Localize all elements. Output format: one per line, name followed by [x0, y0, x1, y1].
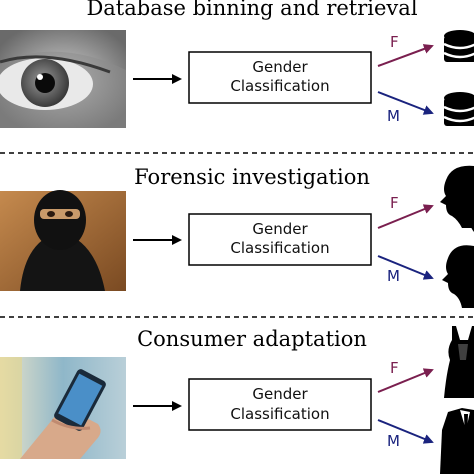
section-title: Consumer adaptation: [137, 327, 367, 351]
gender-classification-box: [188, 378, 372, 431]
box-label-line1: Gender: [252, 385, 308, 403]
box-label-line2: Classification: [230, 405, 329, 423]
box-label-line2: Classification: [230, 239, 329, 257]
male-arrow: [377, 419, 434, 444]
male-arrow: [377, 91, 434, 115]
female-arrow: [377, 368, 434, 393]
phone-in-hand-photo: [0, 357, 126, 459]
male-head-silhouette-icon: [442, 245, 474, 308]
female-label: F: [390, 359, 399, 377]
female-head-silhouette-icon: [440, 165, 474, 232]
gender-classification-box: [188, 213, 372, 266]
masked-person-photo: [0, 190, 126, 291]
eye-photo: [0, 30, 126, 128]
section-title: Database binning and retrieval: [86, 0, 417, 20]
dress-icon: [444, 326, 474, 398]
male-label: M: [387, 432, 400, 450]
database-icon: [443, 92, 474, 126]
female-label: F: [390, 33, 399, 51]
box-label-line1: Gender: [252, 58, 308, 76]
female-arrow: [377, 204, 434, 229]
database-icon: [443, 30, 474, 62]
female-label: F: [390, 194, 399, 212]
section-title: Forensic investigation: [134, 165, 370, 189]
section-database-binning: Database binning and retrieval Gender Cl…: [0, 0, 474, 128]
suit-icon: [440, 408, 474, 474]
male-label: M: [387, 107, 400, 125]
section-consumer-adaptation: Consumer adaptation Gender Classificatio…: [0, 326, 474, 474]
section-forensic-investigation: Forensic investigation Gender Classifica…: [0, 165, 474, 308]
female-arrow: [377, 44, 434, 67]
male-arrow: [377, 255, 434, 280]
male-label: M: [387, 267, 400, 285]
gender-classification-box: [188, 51, 372, 104]
box-label-line1: Gender: [252, 220, 308, 238]
box-label-line2: Classification: [230, 77, 329, 95]
